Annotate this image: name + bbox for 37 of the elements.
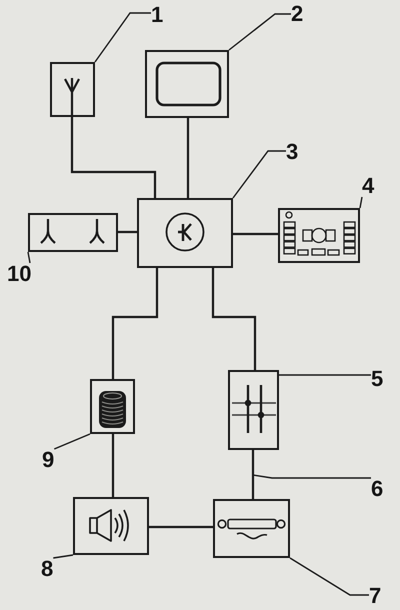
callout-number: 9	[42, 449, 54, 471]
wire	[186, 118, 190, 198]
disc-stack-box	[90, 379, 135, 434]
leader-line	[359, 196, 363, 208]
leader-line	[54, 433, 90, 450]
leader-line	[252, 474, 371, 479]
connector-box	[28, 213, 118, 252]
wire	[233, 232, 278, 236]
antenna-box	[50, 62, 95, 117]
leader-line	[228, 13, 291, 51]
callout-number: 8	[41, 558, 54, 580]
leader-line	[27, 252, 31, 264]
wire	[149, 526, 213, 528]
wire	[212, 268, 256, 370]
callout-number: 7	[369, 585, 382, 607]
callout-number: 4	[362, 175, 374, 197]
callout-number: 10	[7, 263, 32, 285]
speaker-box	[73, 497, 149, 555]
crossed-lines-box	[228, 370, 279, 450]
wire	[112, 268, 158, 379]
callout-number: 2	[291, 3, 304, 25]
wire	[118, 230, 137, 234]
control-unit-box	[137, 198, 233, 268]
display-box	[145, 50, 229, 118]
leader-line	[53, 554, 74, 559]
callout-number: 6	[371, 478, 384, 500]
leader-line	[290, 557, 369, 596]
callout-number: 3	[286, 141, 298, 163]
leader-line	[94, 12, 151, 62]
wire	[70, 117, 156, 198]
callout-number: 1	[151, 4, 164, 26]
wire	[112, 434, 114, 497]
slot-box	[213, 499, 290, 558]
callout-number: 5	[371, 368, 384, 390]
leader-line	[279, 374, 371, 376]
leader-line	[232, 150, 286, 198]
wire	[252, 450, 254, 499]
